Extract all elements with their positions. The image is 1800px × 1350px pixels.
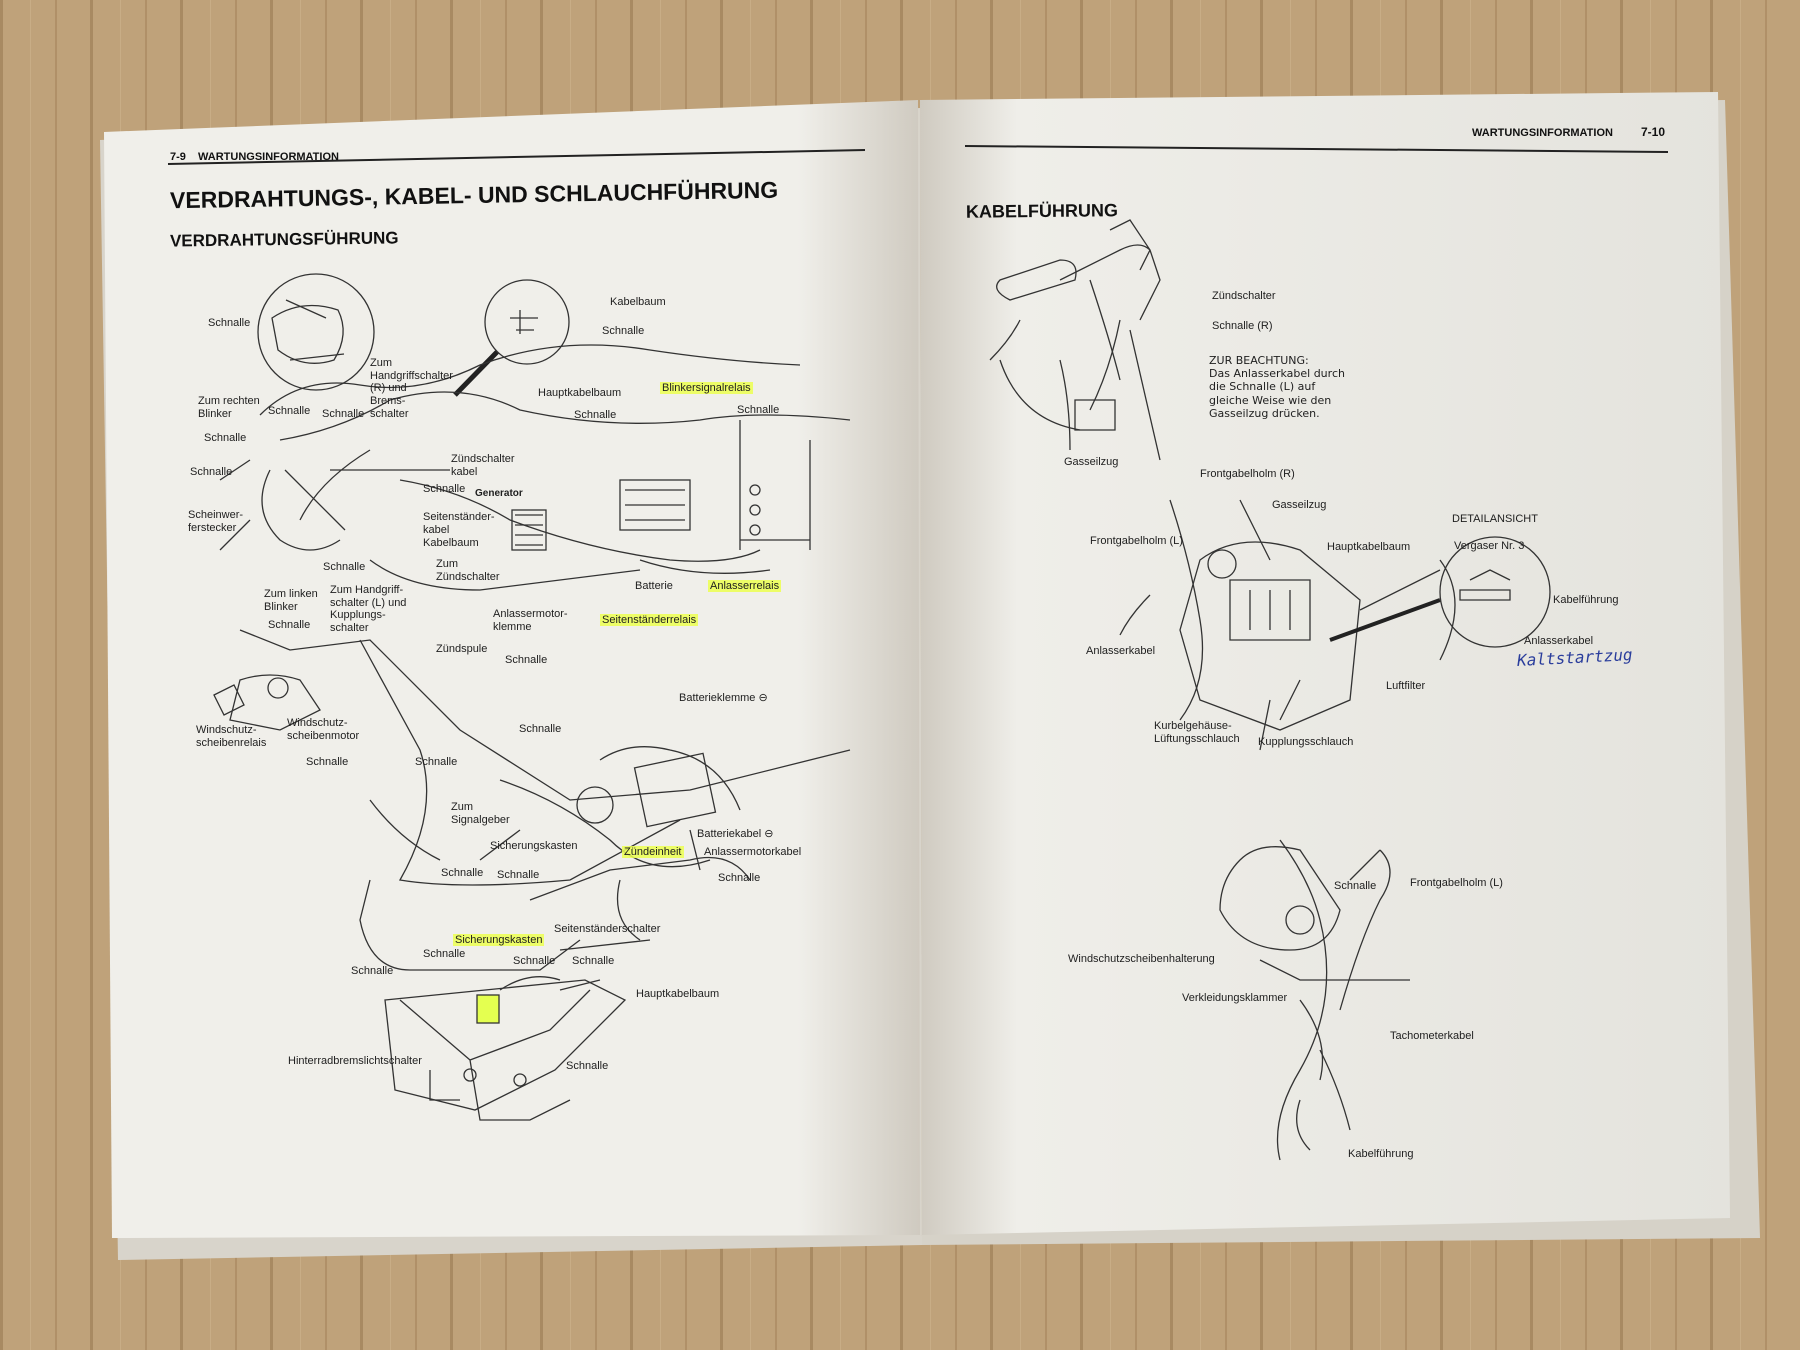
diagram-label: Verkleidungsklammer [1182,992,1288,1004]
left-page-sheet [104,100,920,1238]
diagram-label: Windschutz- scheibenmotor [287,717,360,742]
diagram-label: Schnalle [513,955,556,967]
frame-wiring-diagram [213,629,851,971]
diagram-label: Sicherungskasten [490,840,578,852]
diagram-label: Kupplungsschlauch [1258,736,1354,748]
diagram-label: Zum Signalgeber [451,801,510,826]
diagram-label: Schnalle [737,404,780,416]
diagram-label: Schnalle [574,409,617,421]
diagram-label: Zündeinheit [622,846,684,858]
diagram-label: Anlasserkabel [1086,645,1156,657]
diagram-label: Schnalle [268,405,311,417]
diagram-label: Schnalle [204,432,247,444]
diagram-label: Schnalle [718,872,761,884]
diagram-label: Anlassermotor- klemme [493,608,568,633]
right-page-sheet [920,92,1730,1235]
diagram-label: Schnalle [572,955,615,967]
left-running-header: WARTUNGSINFORMATION [198,151,339,163]
throttle-cable-diagram [989,219,1161,461]
right-page-title: KABELFÜHRUNG [965,200,1119,222]
diagram-label: Schnalle (R) [1212,320,1273,332]
diagram-label: Gasseilzug [1064,456,1119,468]
diagram-label: Anlasserkabel [1524,635,1594,647]
diagram-label: Scheinwer- ferstecker [188,509,244,534]
rear-frame-diagram [384,976,627,1121]
diagram-label: Schnalle [602,325,645,337]
diagram-label: Schnalle [423,948,466,960]
diagram-label: Schnalle [268,619,311,631]
diagram-label: Zum Handgriff- schalter (L) und Kupplung… [330,584,407,634]
diagram-label: Schnalle [306,756,349,768]
diagram-label: Gasseilzug [1272,499,1327,511]
diagram-label: Sicherungskasten [453,934,545,946]
diagram-label: Hauptkabelbaum [636,988,720,1000]
diagram-label: Frontgabelholm (L) [1410,877,1503,889]
note-box: ZUR BEACHTUNG: Das Anlasserkabel durch d… [1209,354,1345,420]
diagram-label: Schnalle [519,723,562,735]
diagram-label: Seitenständerrelais [600,614,699,626]
left-page-number: 7-9 [170,151,186,163]
diagram-label: Kabelführung [1553,594,1619,606]
diagram-label: Luftfilter [1386,680,1426,692]
diagram-label: Kurbelgehäuse- Lüftungsschlauch [1154,720,1240,745]
carburetor-routing-diagram [1119,499,1551,751]
diagram-label: Zum rechten Blinker [198,395,260,420]
diagram-label: Kabelbaum [423,537,479,549]
diagram-label: Schnalle [566,1060,609,1072]
diagram-label: Schnalle [415,756,458,768]
diagram-label: Kabelführung [1348,1148,1414,1160]
diagram-label: Schnalle [351,965,394,977]
diagram-label: Tachometerkabel [1390,1030,1474,1042]
diagram-label: Generator [475,488,523,499]
diagram-label: Schnalle [322,408,365,420]
windshield-bracket-diagram [1219,839,1410,1161]
diagram-label: Zum Zündschalter [436,558,500,583]
diagram-label: Vergaser Nr. 3 [1454,540,1525,552]
diagram-label: Kabelbaum [610,296,666,308]
diagram-label: Seitenständerschalter [554,923,661,935]
diagram-label: Zum Handgriffschalter (R) und Brems- sch… [370,357,453,420]
diagram-label: Anlasserrelais [708,580,782,592]
diagram-label: Windschutz- scheibenrelais [196,724,267,749]
diagram-label: Zündschalter [1212,290,1276,302]
diagram-label: Batteriekabel ⊖ [697,828,774,840]
diagram-label: Batterie [635,580,673,592]
diagram-label: Zündspule [436,643,488,655]
diagram-label: DETAILANSICHT [1452,513,1538,525]
diagram-label: Frontgabelholm (R) [1200,468,1295,480]
diagram-label: Seitenständer- kabel [423,511,495,536]
right-page-number: 7-10 [1641,125,1666,139]
diagram-label: Anlassermotorkabel [704,846,802,858]
diagram-label: Batterieklemme ⊖ [679,692,768,704]
diagram-label: Schnalle [505,654,548,666]
diagram-label: Zum linken Blinker [264,588,318,613]
diagram-label: Frontgabelholm (L) [1090,535,1183,547]
diagram-label: Zündschalter kabel [451,453,515,478]
diagram-label: Schnalle [441,867,484,879]
diagram-label: Hinterradbremslichtschalter [288,1055,422,1067]
diagram-label: Schnalle [190,466,233,478]
diagram-label: Hauptkabelbaum [1327,541,1411,553]
diagram-label: Schnalle [423,483,466,495]
diagram-label: Schnalle [497,869,540,881]
diagram-label: Schnalle [1334,880,1377,892]
handlebar-detail-diagram [219,273,851,591]
diagram-label: Hauptkabelbaum [538,387,622,399]
diagram-label: Windschutzscheibenhalterung [1068,953,1215,965]
diagram-label: Blinkersignalrelais [660,382,753,394]
right-running-header: WARTUNGSINFORMATION [1472,127,1613,139]
diagram-label: Schnalle [208,317,251,329]
section-subtitle: VERDRAHTUNGSFÜHRUNG [169,228,399,251]
diagram-label: Schnalle [323,561,366,573]
